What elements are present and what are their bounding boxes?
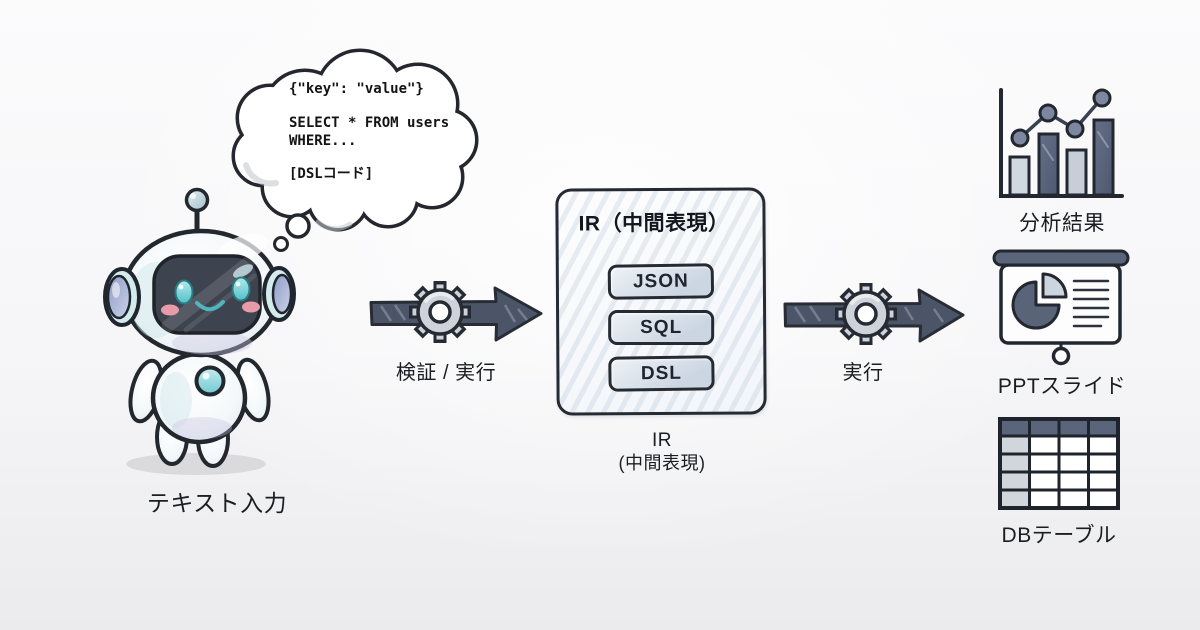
pie-chart-exploded-slice <box>1041 272 1068 299</box>
bubble-tail-dot-large <box>285 213 311 239</box>
slide-text-lines <box>1072 279 1110 328</box>
bar-line-chart-icon <box>999 88 1124 198</box>
ir-item-dsl: DSL <box>608 355 715 392</box>
ir-caption-line1: IR <box>652 430 672 451</box>
robot-left-eye <box>174 279 194 305</box>
ir-container-box: IR（中間表現） JSON SQL DSL <box>555 187 767 416</box>
bubble-code-sql-1: SELECT * FROM users <box>289 115 450 131</box>
robot-face-visor <box>152 254 262 335</box>
ir-caption: IR (中間表現) <box>582 429 742 475</box>
robot-right-eye <box>231 276 251 302</box>
output-db-label: DBテーブル <box>1001 524 1117 547</box>
pie-chart-main-slice <box>1011 280 1061 330</box>
bubble-tail-dot-small <box>273 236 289 252</box>
bubble-code-dsl: [DSLコード] <box>289 166 374 182</box>
thought-bubble-icon <box>231 48 479 252</box>
gear-icon <box>835 283 897 345</box>
robot-mascot <box>103 187 296 475</box>
execution-arrow-label: 実行 <box>842 362 884 384</box>
output-ppt-label: PPTスライド <box>997 375 1127 398</box>
validation-arrow-label: 検証 / 実行 <box>395 362 497 384</box>
robot-smile <box>195 300 225 312</box>
ir-item-json: JSON <box>607 263 715 300</box>
validation-arrow-icon <box>369 281 543 343</box>
robot-shadow <box>126 453 266 475</box>
ir-item-sql: SQL <box>608 309 715 346</box>
robot-right-ear <box>262 266 296 322</box>
robot-chest-button <box>194 365 226 397</box>
bubble-code-json: {"key": "value"} <box>289 81 424 97</box>
execution-arrow-icon <box>783 283 965 345</box>
ir-caption-line2: (中間表現) <box>618 453 706 473</box>
presentation-pie-icon <box>992 249 1130 366</box>
robot-right-cheek <box>242 301 260 313</box>
robot-left-cheek <box>161 304 179 316</box>
text-input-label: テキスト入力 <box>146 490 288 516</box>
gear-icon <box>409 281 471 343</box>
robot-left-ear <box>103 267 141 327</box>
ir-box-title: IR（中間表現） <box>578 211 730 236</box>
database-table-icon <box>998 417 1120 510</box>
output-analysis-label: 分析結果 <box>1019 212 1105 235</box>
bubble-code-sql-2: WHERE... <box>289 133 357 149</box>
